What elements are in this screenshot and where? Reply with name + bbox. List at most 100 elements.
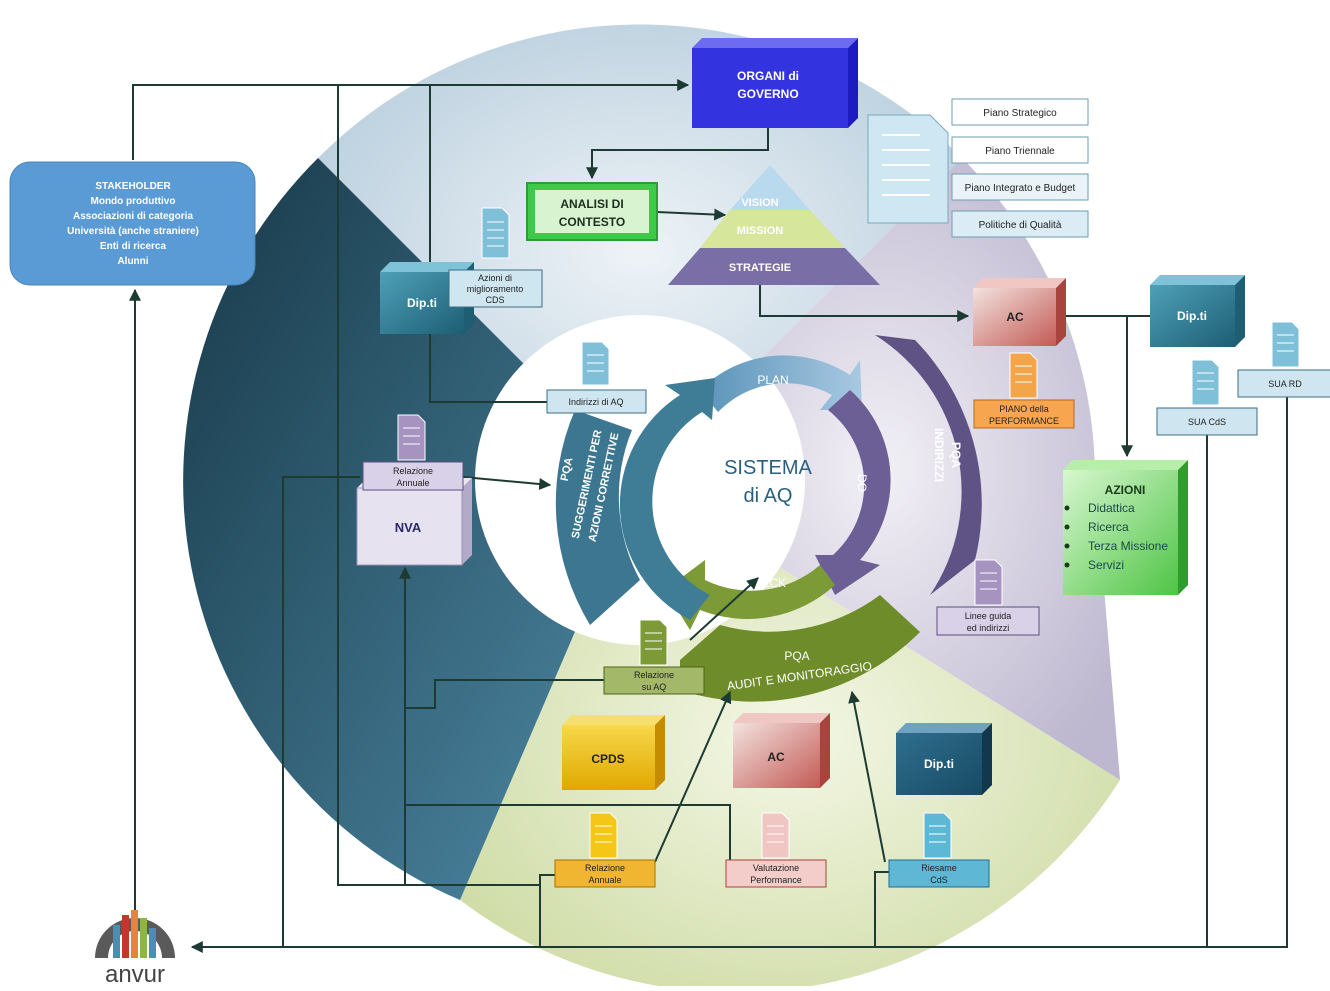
plan-item: Piano Triennale (985, 146, 1055, 157)
azioni-item: Servizi (1088, 558, 1124, 572)
connectors (129, 79, 1288, 953)
doc-icons (397, 207, 1300, 859)
relazione-aq-label: Relazione (634, 670, 674, 680)
dipti-label: Dip.ti (924, 757, 954, 771)
pqa-suggerimenti-band (555, 410, 640, 625)
document-icon (923, 812, 952, 859)
check-label: CHECK (744, 576, 786, 590)
azioni-item: Didattica (1088, 501, 1135, 515)
ac-box-top: AC (973, 278, 1066, 346)
valutazione-performance-label: Valutazione (753, 863, 799, 873)
pqa-suggerimenti-label1: PQA (559, 456, 576, 482)
azioni-title: AZIONI (1105, 483, 1146, 497)
piano-performance-label: PERFORMANCE (989, 416, 1059, 426)
plan-item: Politiche di Qualità (979, 220, 1062, 231)
pyramid-vision: VISION (741, 197, 778, 209)
analisi-line2: CONTESTO (559, 215, 625, 229)
pqa-audit-band (680, 595, 920, 702)
document-icon (1271, 321, 1300, 368)
analisi-line1: ANALISI DI (560, 197, 623, 211)
pyramid-mission: MISSION (737, 225, 784, 237)
piano-performance-label: PIANO della (999, 404, 1049, 414)
document-icon (397, 414, 426, 461)
stakeholder-line: Enti di ricerca (100, 241, 167, 252)
sua-rd-label: SUA RD (1268, 379, 1302, 389)
document-icon (867, 114, 949, 224)
center-title-line2: di AQ (744, 485, 793, 507)
cpds-box: CPDS (562, 715, 665, 790)
act-label: ACT (662, 457, 682, 484)
check-arrow (665, 560, 835, 630)
plans-document (867, 114, 949, 224)
pqa-indirizzi-label2: INDIRIZZI (932, 428, 946, 482)
document-icon (761, 812, 790, 859)
do-label: DO (855, 474, 869, 492)
relazione-aq-label: su AQ (642, 682, 667, 692)
plan-item: Piano Integrato e Budget (965, 183, 1076, 194)
stakeholder-box: STAKEHOLDER Mondo produttivo Associazion… (9, 161, 256, 286)
riesame-label: Riesame (921, 863, 957, 873)
plans-list: Piano Strategico Piano Triennale Piano I… (951, 98, 1089, 238)
pdca-cycle (619, 355, 891, 630)
dipti-label: Dip.ti (1177, 309, 1207, 323)
relazione-cpds-label: Relazione (585, 863, 625, 873)
nva-label: NVA (395, 520, 422, 535)
stakeholder-line: Università (anche straniere) (67, 226, 199, 237)
quadrant-top (318, 24, 962, 480)
organi-line2: GOVERNO (737, 87, 798, 101)
stakeholder-line: Associazioni di categoria (73, 211, 193, 222)
relazione-nva-label: Relazione (393, 466, 433, 476)
relazione-cpds-label: Annuale (588, 875, 621, 885)
document-icon (481, 207, 510, 259)
pqa-indirizzi-label1: PQA (949, 442, 963, 468)
document-icon (1191, 359, 1220, 406)
pqa-indirizzi-band (875, 335, 982, 595)
dipti-box-right: Dip.ti (1150, 275, 1245, 347)
ac-label: AC (1006, 310, 1024, 324)
azioni-item: Ricerca (1088, 520, 1129, 534)
document-icon (589, 812, 618, 859)
ac-label: AC (767, 750, 785, 764)
linee-guida-label: ed indirizzi (967, 623, 1010, 633)
azioni-miglioramento-label: CDS (485, 295, 504, 305)
organi-line1: ORGANI di (737, 69, 799, 83)
sua-cds-label: SUA CdS (1188, 417, 1226, 427)
do-arrow (815, 390, 891, 595)
document-icon (974, 559, 1003, 606)
stakeholder-line: Mondo produttivo (91, 196, 176, 207)
azioni-miglioramento-label: Azioni di (478, 273, 512, 283)
azioni-box: AZIONI Didattica Ricerca Terza Missione … (1063, 460, 1188, 595)
analisi-contesto-box: ANALISI DI CONTESTO (526, 182, 658, 241)
document-icon (639, 619, 668, 666)
organi-governo-box: ORGANI di GOVERNO (692, 38, 858, 128)
ac-box-bottom: AC (733, 713, 830, 788)
document-icon (1009, 352, 1038, 399)
document-icon (581, 341, 610, 386)
act-arrow (619, 378, 715, 620)
plan-item: Piano Strategico (983, 108, 1057, 119)
azioni-item: Terza Missione (1088, 539, 1168, 553)
indirizzi-aq-label: Indirizzi di AQ (568, 397, 623, 407)
riesame-label: CdS (930, 875, 948, 885)
doc-labels: Azioni di miglioramento CDS Indirizzi di… (362, 269, 1330, 888)
nva-box: NVA (356, 478, 472, 566)
cpds-label: CPDS (591, 752, 624, 766)
stakeholder-title: STAKEHOLDER (95, 181, 171, 192)
center-title-line1: SISTEMA (724, 457, 812, 479)
linee-guida-label: Linee guida (965, 611, 1012, 621)
azioni-miglioramento-label: miglioramento (467, 284, 524, 294)
pqa-audit-label1: PQA (784, 649, 809, 663)
anvur-logo: anvur (95, 910, 175, 988)
plan-arrow (700, 355, 862, 412)
dipti-label: Dip.ti (407, 296, 437, 310)
anvur-text: anvur (105, 961, 165, 986)
pyramid-strategie: STRATEGIE (729, 262, 791, 274)
stakeholder-line: Alunni (117, 256, 148, 267)
valutazione-performance-label: Performance (750, 875, 802, 885)
pqa-bands (555, 335, 982, 702)
relazione-nva-label: Annuale (396, 478, 429, 488)
plan-label: PLAN (757, 373, 788, 387)
dipti-box-bottom: Dip.ti (896, 723, 992, 795)
